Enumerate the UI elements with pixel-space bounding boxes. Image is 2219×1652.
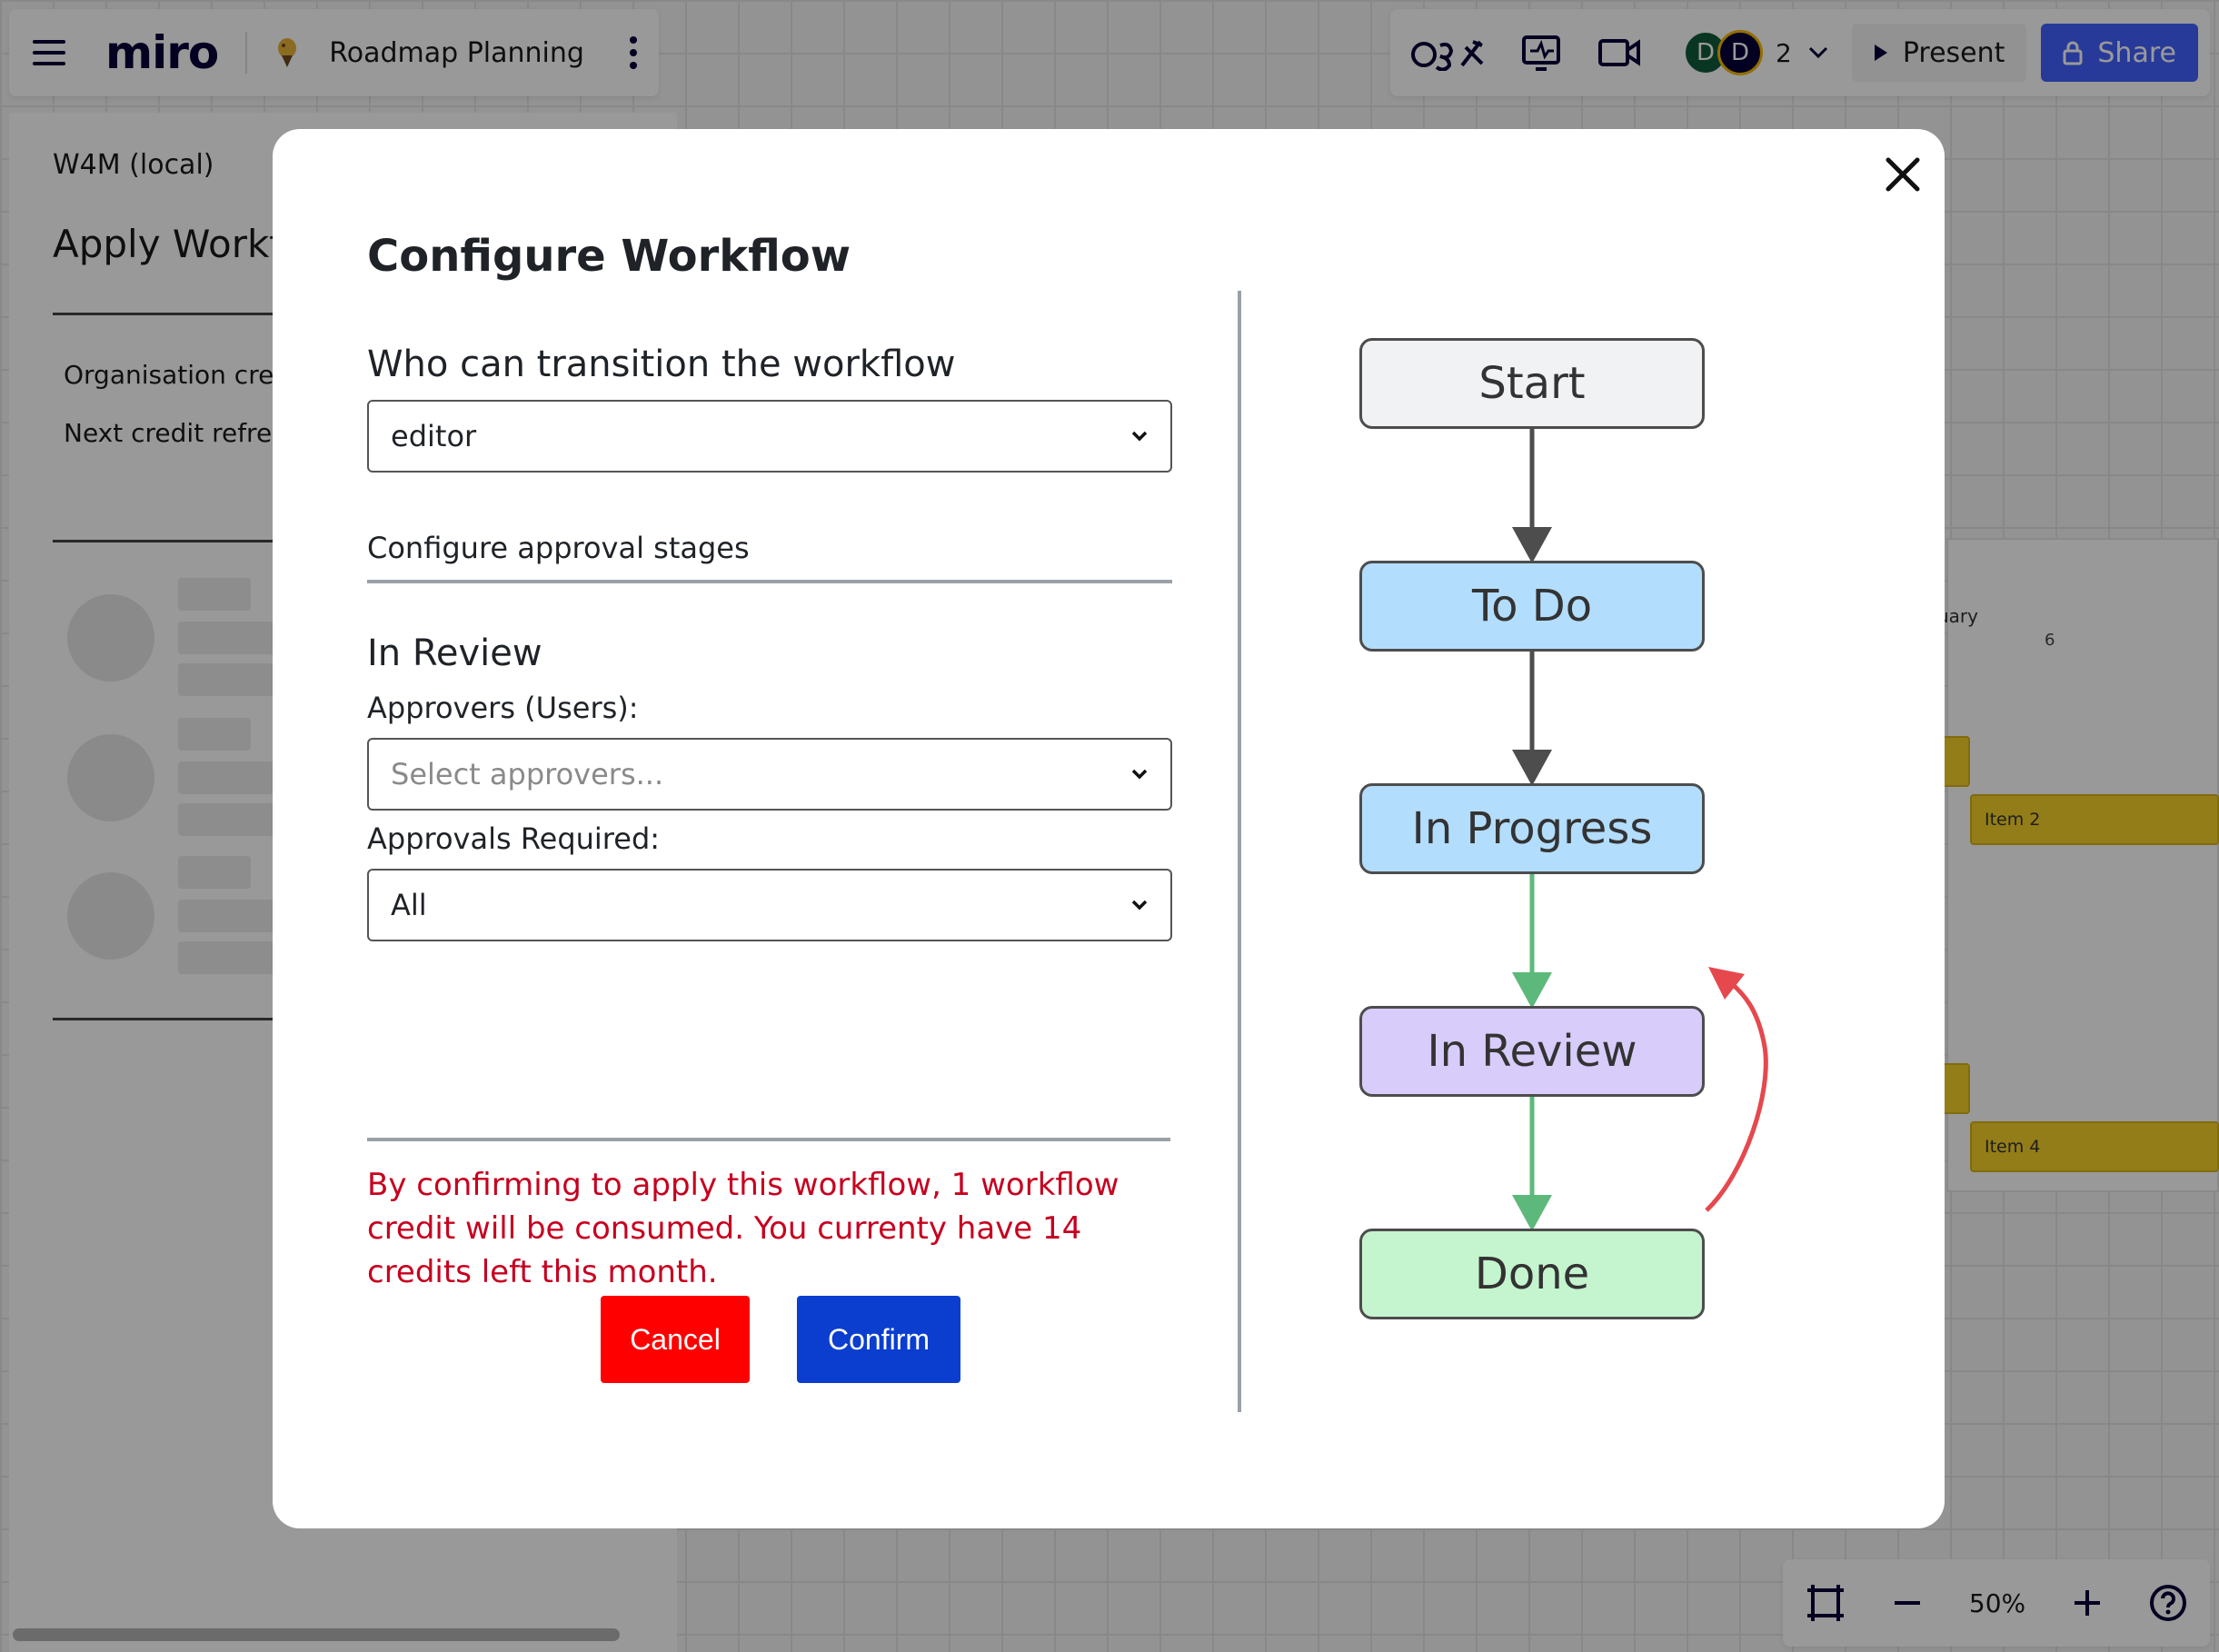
transition-label: Who can transition the workflow: [367, 343, 956, 385]
approvers-label: Approvers (Users):: [367, 691, 639, 725]
panel-split-divider: [1238, 291, 1241, 1412]
section-divider: [367, 580, 1172, 583]
skeleton-avatar: [67, 594, 154, 682]
approvals-required-select[interactable]: All: [367, 869, 1172, 941]
miro-logo: miro: [105, 26, 219, 79]
present-label: Present: [1902, 36, 2005, 69]
skeleton-line: [178, 578, 251, 611]
board-name[interactable]: Roadmap Planning: [329, 36, 584, 69]
approvals-required-label: Approvals Required:: [367, 821, 661, 856]
chevron-down-icon: [1131, 431, 1148, 442]
footer-divider: [367, 1138, 1170, 1141]
collaborator-count[interactable]: 2: [1776, 37, 1792, 68]
skeleton-avatar: [67, 872, 154, 960]
close-icon[interactable]: [1881, 153, 1925, 196]
app-name: W4M (local): [53, 149, 214, 181]
zoom-out-icon[interactable]: [1892, 1587, 1923, 1618]
video-call-icon[interactable]: [1592, 33, 1647, 73]
workflow-node-start: Start: [1359, 338, 1705, 429]
chevron-down-icon[interactable]: [1808, 46, 1828, 59]
fit-to-screen-icon[interactable]: [1806, 1583, 1846, 1623]
transition-role-select[interactable]: editor: [367, 400, 1172, 473]
arrowhead-inprogress-inreview: [1512, 972, 1552, 1009]
menu-icon[interactable]: [33, 40, 65, 65]
horizontal-scrollbar[interactable]: [13, 1628, 620, 1641]
transition-role-value: editor: [391, 419, 477, 453]
confirm-button[interactable]: Confirm: [797, 1296, 960, 1383]
more-options-icon[interactable]: [629, 36, 637, 69]
configure-workflow-dialog: Configure Workflow Who can transition th…: [273, 129, 1945, 1528]
skeleton-line: [178, 856, 251, 889]
approval-section-label: Configure approval stages: [367, 531, 750, 565]
arrowhead-inreview-done: [1512, 1195, 1552, 1231]
dialog-title: Configure Workflow: [367, 231, 851, 282]
arrowhead-reject: [1708, 967, 1745, 1000]
workflow-node-in-progress: In Progress: [1359, 783, 1705, 874]
chevron-down-icon: [1131, 900, 1148, 911]
arrowhead-start-todo: [1512, 527, 1552, 563]
help-icon[interactable]: [2149, 1584, 2187, 1622]
approvers-select[interactable]: Select approvers...: [367, 738, 1172, 811]
skeleton-avatar: [67, 734, 154, 821]
board-emoji-icon[interactable]: [274, 37, 300, 68]
stage-name: In Review: [367, 632, 542, 674]
org-credits-label: Organisation cred: [64, 360, 291, 390]
share-button[interactable]: Share: [2041, 24, 2198, 82]
reactions-icon[interactable]: [1408, 33, 1490, 73]
board-toolbar: miro Roadmap Planning: [9, 9, 659, 96]
zoom-in-icon[interactable]: [2072, 1587, 2103, 1618]
chevron-down-icon: [1131, 769, 1148, 780]
current-user-avatar[interactable]: D: [1717, 30, 1763, 75]
present-button[interactable]: Present: [1851, 24, 2027, 82]
zoom-level[interactable]: 50%: [1968, 1587, 2026, 1618]
approvals-required-value: All: [391, 888, 427, 922]
workflow-node-in-review: In Review: [1359, 1006, 1705, 1097]
timeline-item[interactable]: Item 2: [1970, 794, 2219, 845]
collaboration-toolbar: D D 2 Present Share: [1390, 9, 2210, 96]
next-refresh-label: Next credit refres: [64, 418, 285, 448]
approvers-placeholder: Select approvers...: [391, 757, 664, 791]
workflow-diagram: Start To Do In Progress In Review Done: [1318, 338, 1826, 1483]
arrow-reject-inreview-inprogress: [1705, 973, 1768, 1212]
lock-icon: [2063, 41, 2083, 65]
share-label: Share: [2097, 36, 2176, 69]
timer-board-icon[interactable]: [1514, 33, 1568, 73]
workflow-node-done: Done: [1359, 1229, 1705, 1319]
play-icon: [1874, 45, 1887, 61]
cancel-button[interactable]: Cancel: [601, 1296, 750, 1383]
workflow-node-todo: To Do: [1359, 561, 1705, 652]
timeline-widget[interactable]: [1946, 538, 2219, 1192]
timeline-item[interactable]: Item 4: [1970, 1121, 2219, 1172]
toolbar-divider: [245, 32, 248, 74]
credit-warning: By confirming to apply this workflow, 1 …: [367, 1167, 1119, 1290]
timeline-day-label: 6: [2045, 631, 2055, 650]
arrowhead-todo-inprogress: [1512, 750, 1552, 786]
panel-heading: Apply Workfl: [53, 222, 294, 266]
skeleton-line: [178, 718, 251, 751]
zoom-controls: 50%: [1783, 1559, 2210, 1647]
workflow-arrows: [1512, 429, 1768, 1231]
